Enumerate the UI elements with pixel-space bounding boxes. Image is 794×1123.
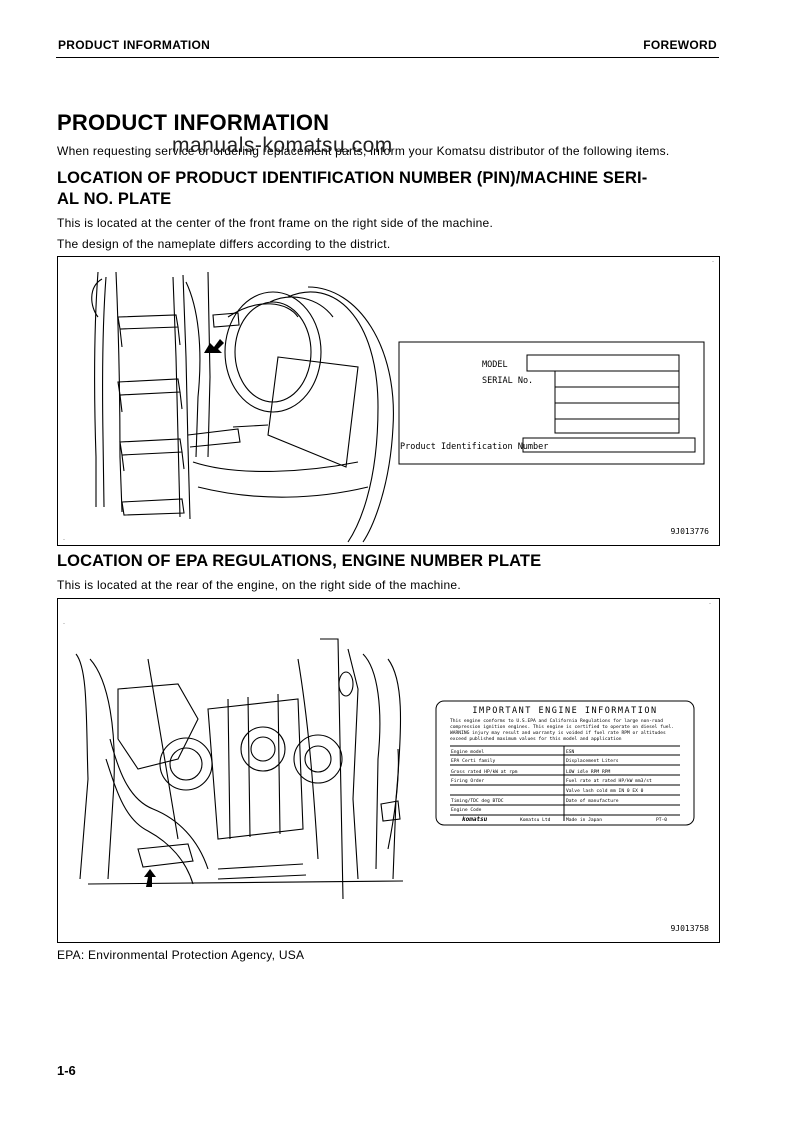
plate-serial-label: SERIAL No.	[482, 376, 533, 386]
engine-plate-cell: Date of manufacture	[566, 798, 619, 804]
footnote: EPA: Environmental Protection Agency, US…	[57, 948, 305, 962]
engine-plate-cell: Gross rated HP/kW at rpm	[451, 769, 518, 775]
plate-pin-label: Product Identification Number	[400, 442, 548, 452]
figure-engine-plate: IMPORTANT ENGINE INFORMATION This engine…	[57, 598, 720, 943]
header-chapter-title: FOREWORD	[643, 38, 717, 52]
engine-plate-cell: ESN	[566, 749, 575, 755]
intro-text: When requesting service or ordering repl…	[57, 144, 670, 158]
engine-plate-cell: Firing Order	[451, 778, 484, 784]
engine-plate-footer-code: PT-0	[656, 817, 667, 823]
engine-plate-cell: LOW idle RPM RPM	[566, 769, 610, 775]
section1-text1: This is located at the center of the fro…	[57, 216, 494, 230]
engine-plate-cell: Timing/TDC deg BTDC	[451, 798, 504, 804]
section1-text2: The design of the nameplate differs acco…	[57, 237, 391, 251]
engine-plate-notice-3: WARNING injury may result and warranty i…	[450, 730, 666, 736]
figure-pin-plate: MODEL SERIAL No. Product Identification …	[57, 256, 720, 546]
machine-front-frame-illustration: MODEL SERIAL No. Product Identification …	[91, 271, 705, 543]
section1-heading-line2: AL NO. PLATE	[57, 190, 172, 208]
engine-plate-cell: Fuel rate at rated HP/kW mm3/st	[566, 778, 652, 784]
header-rule	[56, 57, 719, 58]
figure-code: 9J013758	[670, 924, 709, 933]
section1-heading-line1: LOCATION OF PRODUCT IDENTIFICATION NUMBE…	[57, 169, 648, 187]
engine-plate-notice-1: This engine conforms to U.S.EPA and Cali…	[450, 718, 663, 724]
engine-plate-footer-maker: Komatsu Ltd	[520, 817, 551, 823]
section2-text: This is located at the rear of the engin…	[57, 578, 461, 592]
engine-plate-cell: Engine model	[451, 749, 484, 755]
engine-plate-notice-2: compression ignition engines. This engin…	[450, 724, 674, 730]
page-title: PRODUCT INFORMATION	[57, 110, 330, 135]
engine-plate-title: IMPORTANT ENGINE INFORMATION	[472, 706, 657, 716]
watermark: manuals-komatsu.com	[172, 134, 393, 157]
section2-heading: LOCATION OF EPA REGULATIONS, ENGINE NUMB…	[57, 552, 542, 570]
engine-rear-illustration: IMPORTANT ENGINE INFORMATION This engine…	[75, 638, 695, 900]
engine-plate-footer-origin: Made in Japan	[566, 817, 602, 823]
engine-plate-notice-4: exceed published maximum values for this…	[450, 736, 622, 742]
figure-code: 9J013776	[670, 527, 709, 536]
engine-plate-cell: Displacement Liters	[566, 758, 619, 764]
page-number: 1-6	[57, 1063, 76, 1078]
komatsu-logo: komatsu	[462, 816, 488, 823]
section1-heading: LOCATION OF PRODUCT IDENTIFICATION NUMBE…	[57, 168, 647, 210]
engine-plate-cell: Valve lash cold mm IN 0 EX 0	[566, 788, 644, 794]
plate-model-label: MODEL	[482, 360, 508, 370]
engine-plate-cell: EPA Certi family	[451, 758, 495, 764]
engine-plate-cell: Engine Code	[451, 807, 482, 813]
header-section-title: PRODUCT INFORMATION	[58, 38, 211, 52]
